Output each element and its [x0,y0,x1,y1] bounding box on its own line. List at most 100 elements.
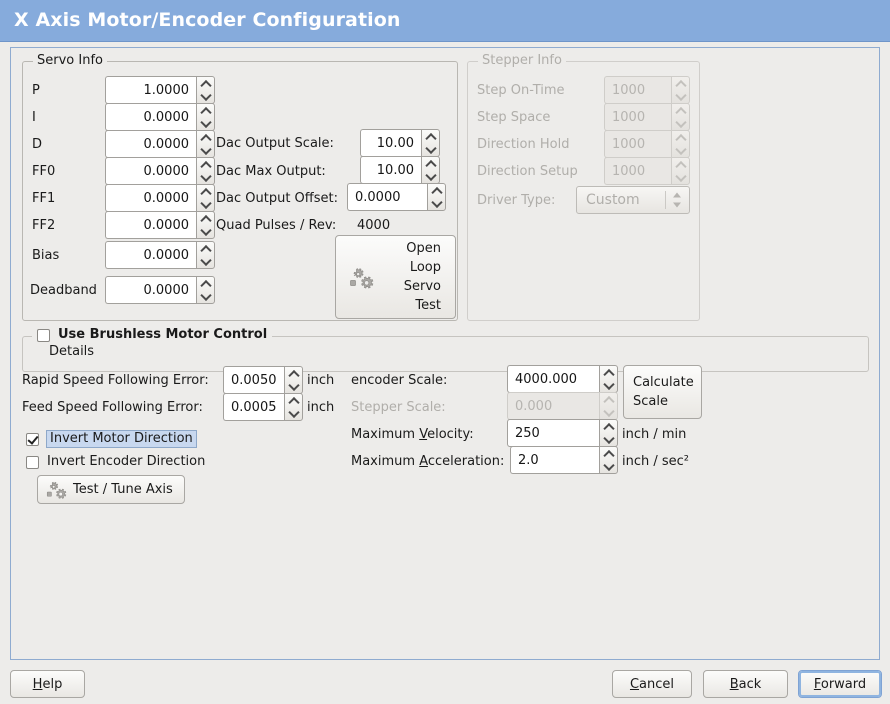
checkbox-box[interactable] [37,328,50,342]
checkbox-box[interactable] [26,455,39,469]
spin-up-icon[interactable] [197,242,214,255]
help-button[interactable]: Help [10,670,85,698]
servo-input-p[interactable]: 1.0000 [105,76,215,104]
invert-motor-direction-checkbox[interactable]: Invert Motor Direction [26,430,197,448]
spin-up-icon[interactable] [428,184,445,197]
encoder-scale-input[interactable]: 4000.000 [507,365,618,393]
spin-up-icon[interactable] [197,77,214,90]
spin-down-icon[interactable] [285,380,302,393]
spin-down-icon[interactable] [422,143,439,156]
spin-down-icon[interactable] [197,290,214,303]
servo-input-ff1[interactable]: 0.0000 [105,184,215,212]
servo-input-deadband[interactable]: 0.0000 [105,276,215,304]
maximum-acceleration-value[interactable]: 2.0 [510,446,599,474]
servo-label-ff0: FF0 [32,164,56,179]
stepper-scale-input: 0.000 [507,392,618,420]
spin-up-icon[interactable] [600,420,617,433]
servo-spinner-d[interactable] [196,130,215,158]
maximum-velocity-spinner[interactable] [599,419,618,447]
spin-down-icon[interactable] [197,171,214,184]
spin-down-icon[interactable] [422,170,439,183]
spin-down-icon[interactable] [197,198,214,211]
rapid-speed-following-error-input[interactable]: 0.0050 [223,366,303,394]
spin-up-icon[interactable] [197,104,214,117]
servo-value-bias[interactable]: 0.0000 [105,241,196,269]
spin-up-icon[interactable] [197,158,214,171]
checkbox-box[interactable] [26,432,39,446]
servo-value-deadband[interactable]: 0.0000 [105,276,196,304]
rapid-spinner[interactable] [284,366,303,394]
spin-up-icon[interactable] [600,447,617,460]
servo-spinner-ff1[interactable] [196,184,215,212]
spin-down-icon[interactable] [600,460,617,473]
servo-input-ff2[interactable]: 0.0000 [105,211,215,239]
spin-down-icon[interactable] [428,197,445,210]
spin-down-icon[interactable] [197,255,214,268]
spin-down-icon[interactable] [197,90,214,103]
spin-up-icon[interactable] [600,366,617,379]
encoder-scale-value[interactable]: 4000.000 [507,365,599,393]
servo-input-ff0[interactable]: 0.0000 [105,157,215,185]
spin-up-icon[interactable] [197,277,214,290]
dac-max-output-value[interactable]: 10.00 [360,156,421,184]
servo-spinner-i[interactable] [196,103,215,131]
invert-encoder-direction-checkbox[interactable]: Invert Encoder Direction [26,454,205,470]
servo-spinner-bias[interactable] [196,241,215,269]
maximum-acceleration-input[interactable]: 2.0 [510,446,618,474]
spin-up-icon[interactable] [197,185,214,198]
servo-input-i[interactable]: 0.0000 [105,103,215,131]
dac-output-offset-input[interactable]: 0.0000 [347,183,446,211]
servo-value-p[interactable]: 1.0000 [105,76,196,104]
maximum-velocity-input[interactable]: 250 [507,419,618,447]
servo-spinner-p[interactable] [196,76,215,104]
dac-max-output-spinner[interactable] [421,156,440,184]
servo-input-d[interactable]: 0.0000 [105,130,215,158]
chevron-right-icon[interactable] [30,344,40,359]
feed-speed-following-error-input[interactable]: 0.0005 [223,393,303,421]
spin-up-icon[interactable] [197,212,214,225]
spin-up-icon[interactable] [285,394,302,407]
open-loop-servo-test-button[interactable]: Open Loop Servo Test [335,235,456,319]
details-expander[interactable]: Details [30,344,94,359]
dac-output-offset-value[interactable]: 0.0000 [347,183,427,211]
rapid-speed-following-error-value[interactable]: 0.0050 [223,366,284,394]
servo-value-ff0[interactable]: 0.0000 [105,157,196,185]
servo-value-i[interactable]: 0.0000 [105,103,196,131]
open-loop-line1: Open [406,241,441,256]
dac-output-offset-spinner[interactable] [427,183,446,211]
spin-up-icon[interactable] [197,131,214,144]
calculate-scale-button[interactable]: Calculate Scale [623,365,702,419]
servo-value-d[interactable]: 0.0000 [105,130,196,158]
spin-up-icon[interactable] [422,130,439,143]
spin-down-icon[interactable] [285,407,302,420]
dac-output-scale-spinner[interactable] [421,129,440,157]
dac-max-output-input[interactable]: 10.00 [360,156,440,184]
spin-down-icon[interactable] [600,433,617,446]
dac-output-scale-value[interactable]: 10.00 [360,129,421,157]
spin-down-icon[interactable] [600,379,617,392]
help-mnemonic: H [32,676,43,692]
servo-spinner-ff0[interactable] [196,157,215,185]
maximum-acceleration-spinner[interactable] [599,446,618,474]
servo-spinner-ff2[interactable] [196,211,215,239]
spin-down-icon[interactable] [197,144,214,157]
cancel-button[interactable]: Cancel [612,670,692,698]
dac-output-scale-input[interactable]: 10.00 [360,129,440,157]
forward-button[interactable]: Forward [798,670,882,698]
servo-input-bias[interactable]: 0.0000 [105,241,215,269]
maximum-velocity-value[interactable]: 250 [507,419,599,447]
feed-spinner[interactable] [284,393,303,421]
servo-value-ff1[interactable]: 0.0000 [105,184,196,212]
spin-up-icon[interactable] [285,367,302,380]
spin-up-icon[interactable] [422,157,439,170]
back-button[interactable]: Back [703,670,788,698]
feed-speed-following-error-value[interactable]: 0.0005 [223,393,284,421]
servo-spinner-deadband[interactable] [196,276,215,304]
spin-down-icon[interactable] [197,225,214,238]
spin-down-icon[interactable] [197,117,214,130]
use-brushless-motor-control-checkbox[interactable]: Use Brushless Motor Control [32,327,273,343]
test-tune-axis-button[interactable]: Test / Tune Axis [37,475,185,504]
encoder-scale-spinner[interactable] [599,365,618,393]
stepper-scale-value: 0.000 [507,392,599,420]
servo-value-ff2[interactable]: 0.0000 [105,211,196,239]
